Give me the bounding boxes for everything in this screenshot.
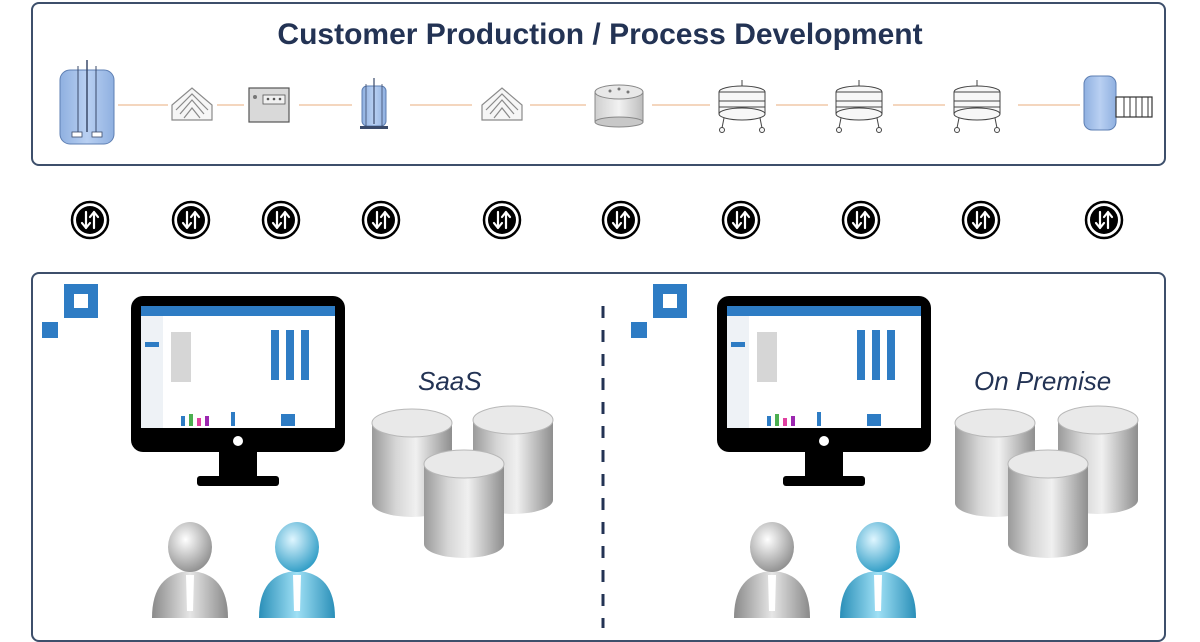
user-gray-icon <box>734 522 810 618</box>
user-blue-icon <box>840 522 916 618</box>
cart-tank-icon <box>718 80 766 133</box>
user-blue-icon <box>259 522 335 618</box>
brand-logo-icon <box>42 284 98 338</box>
sync-icons-row <box>70 200 1124 240</box>
sync-arrows-icon <box>601 200 641 240</box>
database-icon <box>1007 449 1089 559</box>
sync-arrows-icon <box>171 200 211 240</box>
sync-arrows-icon <box>482 200 522 240</box>
filter-icon <box>171 87 213 121</box>
small-bioreactor-icon <box>360 78 388 129</box>
sync-arrows-icon <box>841 200 881 240</box>
deployment-graphics <box>42 284 1139 628</box>
on-premise-label: On Premise <box>974 366 1112 396</box>
sync-arrows-icon <box>1084 200 1124 240</box>
user-gray-icon <box>152 522 228 618</box>
cart-tank-icon <box>953 80 1001 133</box>
sync-arrows-icon <box>721 200 761 240</box>
monitor-icon <box>131 296 345 486</box>
cart-tank-icon <box>835 80 883 133</box>
sync-arrows-icon <box>961 200 1001 240</box>
control-unit-icon <box>248 87 290 123</box>
database-icon <box>423 449 505 559</box>
centrifuge-icon <box>594 84 644 128</box>
monitor-icon <box>717 296 931 486</box>
filter-icon <box>481 87 523 121</box>
brand-logo-icon <box>631 284 687 338</box>
bioreactor-icon <box>59 60 115 145</box>
sync-arrows-icon <box>70 200 110 240</box>
process-chain <box>59 60 1153 145</box>
saas-label: SaaS <box>418 366 482 396</box>
sync-arrows-icon <box>261 200 301 240</box>
page-title: Customer Production / Process Developmen… <box>277 18 923 51</box>
sync-arrows-icon <box>361 200 401 240</box>
storage-tank-icon <box>1083 75 1153 131</box>
